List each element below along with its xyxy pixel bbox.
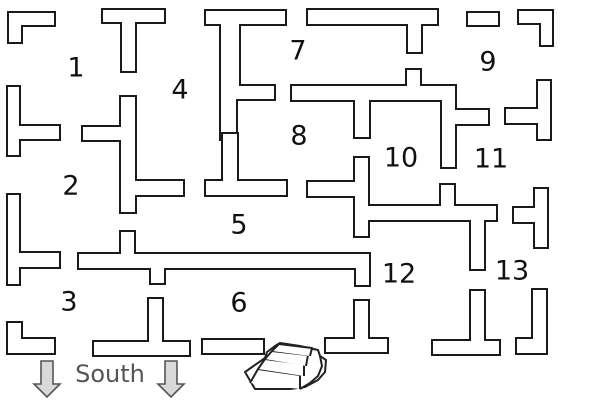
wall-top-7 xyxy=(306,8,439,54)
wall-bottom-12 xyxy=(324,299,389,354)
wall-interior-4-5 xyxy=(204,132,288,197)
room-6-label: 6 xyxy=(230,288,247,319)
wall-bottom-13 xyxy=(431,289,501,356)
wall-left-2 xyxy=(6,193,61,286)
wall-interior-8-12 xyxy=(306,156,498,271)
room-11-label: 11 xyxy=(474,144,508,175)
wall-left-1 xyxy=(6,85,61,157)
wall-corner-bottom-left xyxy=(6,321,56,355)
wall-interior-7-8 xyxy=(290,68,490,169)
down-arrow-icon xyxy=(32,360,62,399)
south-label: South xyxy=(75,360,145,388)
south-exit: South xyxy=(32,360,186,399)
wall-corner-top-left xyxy=(7,11,56,44)
room-4-label: 4 xyxy=(171,75,188,106)
wall-corner-bottom-right xyxy=(515,288,548,355)
wall-bottom-3 xyxy=(92,297,191,357)
wall-corner-top-right xyxy=(517,9,554,47)
wall-interior-2-4 xyxy=(81,95,185,214)
wall-bottom-6 xyxy=(201,338,265,355)
room-9-label: 9 xyxy=(479,47,496,78)
outer-walls xyxy=(6,8,554,357)
wall-top-4 xyxy=(204,9,287,141)
room-5-label: 5 xyxy=(230,210,247,241)
room-1-label: 1 xyxy=(67,53,84,84)
stairs-icon xyxy=(244,342,327,390)
room-labels: 1 2 3 4 5 6 7 8 9 10 11 12 13 xyxy=(60,36,529,319)
room-2-label: 2 xyxy=(62,171,79,202)
room-13-label: 13 xyxy=(495,256,529,287)
room-3-label: 3 xyxy=(60,287,77,318)
wall-top-9 xyxy=(466,11,500,27)
room-10-label: 10 xyxy=(384,143,418,174)
wall-right-13 xyxy=(512,187,549,249)
room-7-label: 7 xyxy=(289,36,306,67)
wall-top-t-1 xyxy=(101,8,166,73)
interior-walls xyxy=(77,68,498,287)
room-12-label: 12 xyxy=(382,259,416,290)
down-arrow-icon xyxy=(156,360,186,399)
room-8-label: 8 xyxy=(290,121,307,152)
wall-interior-5-6 xyxy=(77,230,371,287)
wall-right-9 xyxy=(504,79,552,141)
